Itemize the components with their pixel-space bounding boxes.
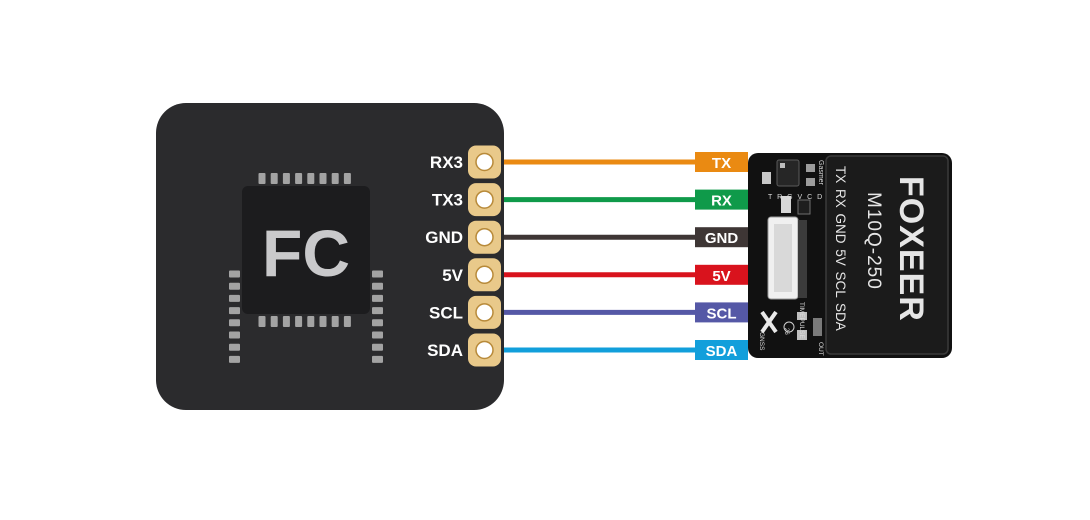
chip-pin	[229, 307, 240, 315]
chip-pin	[343, 316, 351, 327]
chip-pin	[229, 270, 240, 278]
fc-pin-label: SCL	[429, 303, 463, 322]
chip-pin	[282, 173, 290, 184]
chip-pin	[229, 331, 240, 339]
component	[813, 318, 822, 336]
gps-tag-scl	[695, 302, 748, 323]
fc-pad-hole	[475, 340, 494, 360]
gps-module: T R G V C D Gasmer TIMEPULSE GNSS OUT 26…	[748, 153, 952, 358]
gps-tag-label: GND	[705, 230, 739, 247]
gps-pin-row: TX RX GND 5V SCL SDA	[833, 166, 848, 331]
chip-pin	[331, 316, 339, 327]
fc-pad-hole	[475, 152, 494, 172]
chip-pin	[372, 343, 383, 351]
flight-controller: FC	[156, 103, 504, 410]
chip-pin	[295, 316, 303, 327]
chip-pin	[331, 173, 339, 184]
chip-pin	[295, 173, 303, 184]
chip-pin	[258, 173, 266, 184]
gps-connector-inner	[774, 224, 792, 292]
chip-pin	[372, 355, 383, 363]
chip-pin	[229, 282, 240, 290]
fc-chip	[242, 186, 370, 314]
component	[762, 172, 771, 184]
chip-pin	[270, 316, 278, 327]
gps-tag-label: TX	[712, 155, 731, 172]
gps-model: M10Q-250	[863, 192, 884, 290]
gps-tag-gnd	[695, 227, 748, 248]
fc-pad-hole	[475, 265, 494, 285]
gps-silk-header-pins: T R G V C D	[768, 194, 824, 201]
gps-tag-label: SCL	[707, 305, 737, 322]
gps-tag-label: 5V	[712, 268, 730, 285]
chip-pin	[319, 173, 327, 184]
fc-pin-label: 5V	[442, 266, 463, 285]
chip-pin	[343, 173, 351, 184]
chip-pin	[307, 316, 315, 327]
chip-pin	[372, 294, 383, 302]
gps-brand: FOXEER	[892, 176, 930, 322]
gps-tag-sda	[695, 340, 748, 360]
gps-silk-number: 26	[783, 328, 789, 335]
fc-pin-label: RX3	[430, 153, 463, 172]
chip-pin	[372, 282, 383, 290]
gps-silk-gnss: GNSS	[758, 332, 765, 351]
chip-pin	[229, 294, 240, 302]
gps-silk-circle	[783, 321, 795, 333]
component	[797, 330, 807, 340]
component	[781, 196, 791, 213]
chip-pin	[372, 319, 383, 327]
gps-tag-5v	[695, 264, 748, 285]
fc-pin-label: GND	[425, 228, 463, 247]
fc-pad-hole	[475, 227, 494, 247]
gps-shield-text: FOXEER M10Q-250 TX RX GND 5V SCL SDA	[833, 166, 930, 331]
chip-pin	[229, 319, 240, 327]
gps-silk-timepulse: TIMEPULSE	[798, 302, 805, 340]
chip-pin	[282, 316, 290, 327]
gps-shield	[825, 155, 949, 355]
gps-tag-tx	[695, 152, 748, 172]
chip-pin	[319, 316, 327, 327]
chip-pin	[258, 316, 266, 327]
component	[797, 199, 811, 215]
component	[798, 220, 807, 298]
fc-chip-pins	[229, 173, 383, 363]
gps-pin-tags: TX RX GND 5V SCL SDA	[695, 152, 748, 360]
chip-pin	[229, 355, 240, 363]
chip-pin	[270, 173, 278, 184]
chip-pin	[229, 343, 240, 351]
chip-pin	[372, 270, 383, 278]
component	[797, 312, 807, 320]
gps-tag-rx	[695, 189, 748, 210]
fc-pin-label: TX3	[432, 191, 463, 210]
gps-logo-x	[760, 310, 778, 334]
gps-circuit-area: T R G V C D Gasmer TIMEPULSE GNSS OUT 26	[758, 159, 824, 356]
gps-tag-label: RX	[711, 193, 732, 210]
component	[780, 163, 785, 168]
fc-pin-label: SDA	[427, 341, 463, 360]
chip-pin	[372, 331, 383, 339]
fc-pad-hole	[475, 190, 494, 209]
gps-tag-label: SDA	[706, 343, 738, 360]
chip-pin	[307, 173, 315, 184]
component	[806, 164, 815, 172]
fc-pad-hole	[475, 303, 494, 322]
wires	[486, 159, 695, 353]
chip-pin	[372, 307, 383, 315]
component	[806, 178, 815, 186]
gps-silk-out: OUT	[817, 342, 824, 356]
gps-silk-gasmer: Gasmer	[817, 160, 824, 186]
fc-chip-label: FC	[262, 216, 350, 290]
